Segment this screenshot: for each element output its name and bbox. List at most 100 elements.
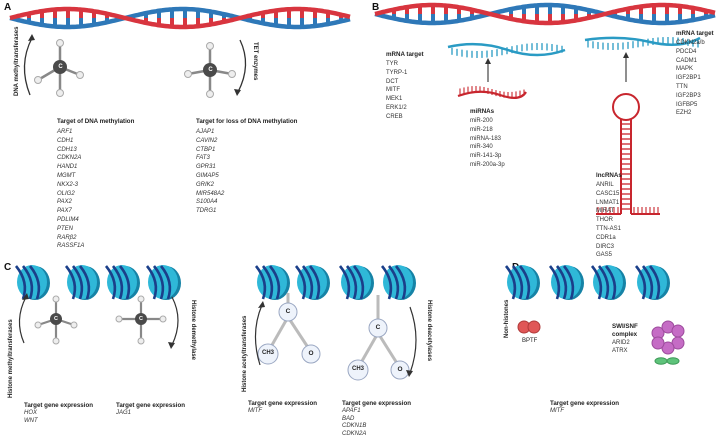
methyl-symbol: CH3 [351,366,364,372]
nucleosome-icon [634,265,670,300]
dna-methyltransferases-label: DNA methyltransferases [14,26,20,96]
oxygen-symbol: O [308,350,314,357]
nucleosome-icon [338,265,374,300]
target-loss-title: Target for loss of DNA methylation [196,118,298,125]
gene-item: CDKN2A [342,430,367,437]
list-item: TTN-AS1 [596,225,622,232]
target-gene-list: JAG1 [116,410,131,418]
gene-item: MITF [550,408,564,414]
curved-arrow-icon [254,304,263,366]
gene-item: APAF1 [342,408,361,414]
nucleosome-icon [294,265,330,300]
histone-demethylase-label: Histone demethylase [190,300,196,361]
gene-item: OLIG2 [57,190,75,197]
list-item: LNMAT1 [596,199,620,206]
gene-item: ARF1 [57,129,73,135]
acetyl-group-icon [257,293,321,365]
panel-d-graphics [504,265,685,365]
list-item: ARID2 [612,340,630,346]
mrna-right-title: mRNA target [676,30,714,37]
swi-snf-list: ARID2 ATRX [612,339,630,355]
bptf-protein-icon [517,320,541,334]
mrna-strand-icon [584,36,701,50]
curved-arrow-icon [171,296,179,346]
carbon-atom-icon [115,295,167,345]
list-item: miR-340 [470,144,493,151]
gene-item: CDKN1B [342,423,367,430]
list-item: PDCD4 [676,48,697,55]
swi-snf-title: SWI/SNF [612,323,638,330]
target-gene-title: Target gene expression [342,400,412,407]
gene-item: PTEN [57,225,74,232]
nucleosome-icon [145,265,181,300]
list-item: miR-200a-3p [470,161,505,168]
nucleosome-icon [548,265,584,300]
list-item: miRNA-183 [470,135,502,142]
gene-item: FAT3 [196,155,210,162]
target-methylation-title: Target of DNA methylation [57,118,135,125]
target-loss-list: AJAP1 CAVIN2 CTBP1 FAT3 GPR31 GIMAP5 GRI… [196,128,224,216]
target-gene-title: Target gene expression [550,400,620,407]
gene-item: MIR548A2 [196,190,225,197]
target-gene-title: Target gene expression [24,402,94,409]
mrna-right-list: CDKN2a/b PDCD4 CADM1 MAPK IGF2BP1 TTN IG… [676,39,705,118]
lncrna-title: lncRNAs [596,172,622,179]
mrna-strand-icon [447,42,566,58]
target-gene-list: MITF [248,408,262,416]
gene-item: CDH1 [57,137,74,144]
nucleosome-icon [14,265,50,300]
gene-item: NKX2-3 [57,181,79,188]
target-methylation-list: ARF1 CDH1 CDH13 CDKN2A HAND1 MGMT NKX2-3… [57,128,84,251]
panel-a-label: A [4,2,12,13]
hairpin-icon [596,93,660,215]
panel-b-graphics [374,2,716,215]
list-item: miR-141-3p [470,153,502,160]
gene-item: JAG1 [116,410,132,416]
panel-b-label: B [372,2,380,13]
gene-item: CDKN2A [57,155,82,162]
acetyl-group-icon [347,295,410,381]
gene-item: HAND1 [57,164,78,171]
gene-item: PAX2 [57,199,72,206]
bptf-label: BPTF [522,338,538,344]
non-histones-label: Non-histones [504,299,510,338]
target-gene-list: HOX WNT [24,410,38,425]
carbon-symbol: C [285,308,291,315]
list-item: IGFBP5 [676,101,698,108]
dna-helix-icon [374,2,716,26]
list-item: DCT [386,78,399,85]
gene-item: BAD [342,415,355,422]
list-item: miR-200 [470,118,493,124]
list-item: miR-218 [470,126,493,133]
gene-item: WNT [24,417,38,424]
carbon-symbol: C [208,67,213,73]
list-item: IGF2BP1 [676,75,701,82]
mrna-left-title: mRNA target [386,51,424,58]
gene-item: GRIK2 [196,181,215,188]
list-item: MIRAT [596,208,615,215]
nucleosome-icon [590,265,626,300]
tet-enzymes-label: TET enzymes [252,42,258,81]
list-item: DIRC3 [596,243,615,250]
list-item: ATRX [612,348,628,354]
carbon-symbol: C [58,64,63,70]
histone-methyltransferases-label: Histone methyltransferases [8,319,14,398]
mirna-list: miR-200 miR-218 miRNA-183 miR-340 miR-14… [470,117,505,170]
histone-deacetylases-label: Histone deacetylases [426,300,432,362]
gene-item: GIMAP5 [196,172,219,179]
carbon-symbol: C [54,316,58,322]
mirna-icon [457,86,527,99]
target-gene-title: Target gene expression [248,400,318,407]
gene-item: CTBP1 [196,146,216,153]
curved-arrow-icon [23,37,33,96]
oxygen-symbol: O [397,366,403,373]
carbon-symbol: C [375,324,381,331]
list-item: GAS5 [596,252,613,259]
panel-c-label: C [4,262,12,273]
curved-arrow-icon [409,306,417,374]
swi-snf-title: complex [612,331,638,338]
gene-item: MGMT [57,172,76,179]
list-item: TYR [386,61,398,67]
protein-complex-icon [651,320,685,365]
mrna-left-list: TYR TYRP-1 DCT MITF MEK1 ERK1/2 CREB [386,60,407,122]
